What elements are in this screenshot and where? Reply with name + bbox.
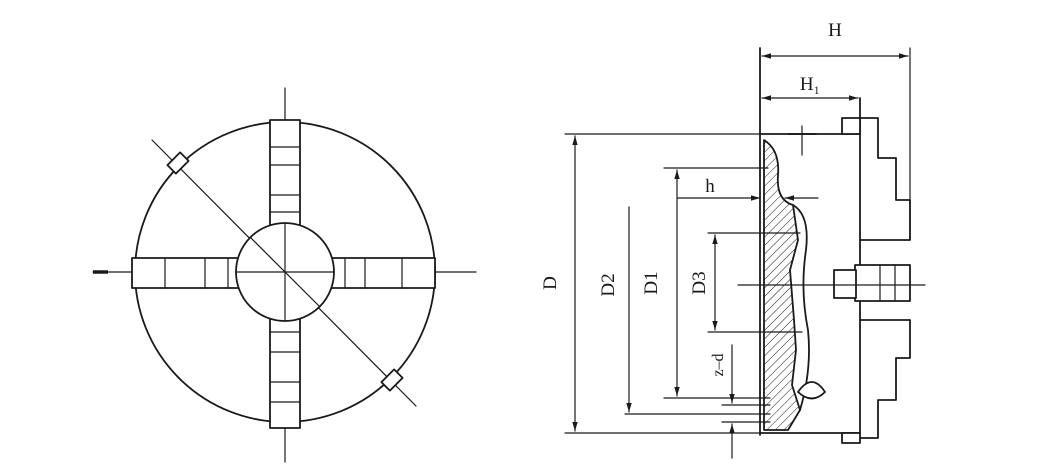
dim-D2-label: D2 <box>598 273 619 296</box>
jaw-top-nub <box>841 117 861 135</box>
bolt-tab-upper-left <box>166 151 190 175</box>
dim-zd-label: z–d <box>710 353 727 376</box>
dim-H-label: H <box>828 20 842 41</box>
dim-h-label: h <box>705 176 715 197</box>
bolt-bump <box>797 381 826 400</box>
bolt-tab-lower-right <box>380 368 404 392</box>
jaw-bottom <box>269 311 301 429</box>
jaw-right <box>321 257 436 289</box>
jaw-top <box>269 119 301 233</box>
dim-D1-label: D1 <box>641 271 662 294</box>
dim-H1-label: H₁ <box>800 74 820 95</box>
jaw-step-upper <box>859 117 911 241</box>
inner-contour <box>792 204 810 411</box>
dimensions: H H₁ D D1 D2 D3 h z–d <box>540 20 909 459</box>
jaw-left <box>131 257 249 289</box>
front-view <box>92 87 477 463</box>
dim-D-label: D <box>540 276 561 290</box>
jaw-middle <box>854 264 911 302</box>
jaw-bottom-nub <box>841 432 861 444</box>
jaw-step-lower <box>859 319 911 439</box>
dim-D3-label: D3 <box>689 271 710 294</box>
side-view <box>737 47 926 444</box>
